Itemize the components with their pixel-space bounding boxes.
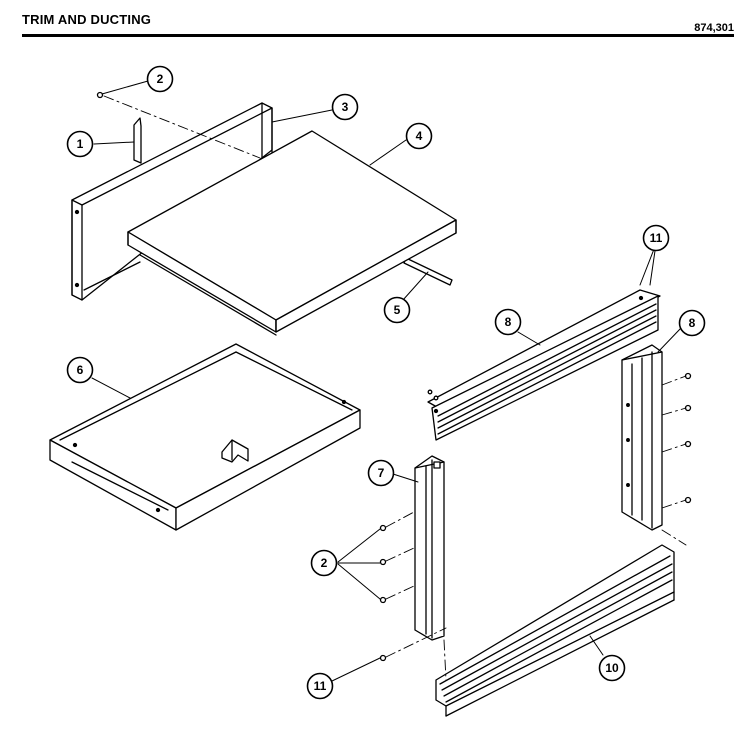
part-7-left-trim (414, 455, 445, 641)
callout-10: 10 (598, 654, 626, 682)
callout-7: 7 (367, 459, 395, 487)
page-title: TRIM AND DUCTING (22, 12, 152, 27)
callout-4: 4 (405, 122, 433, 150)
callout-label: 11 (314, 679, 327, 693)
part-5-rod (403, 257, 453, 286)
callout-label: 2 (321, 556, 328, 570)
callout-label: 8 (689, 316, 696, 330)
callout-2-top: 2 (146, 65, 174, 93)
callout-3: 3 (331, 93, 359, 121)
callout-label: 7 (378, 466, 385, 480)
part-3-back-frame (71, 102, 273, 301)
part-8-right-trim (621, 344, 663, 531)
callout-label: 1 (77, 137, 84, 151)
leader-lines (91, 80, 682, 682)
callout-label: 5 (394, 303, 401, 317)
callout-8-right: 8 (678, 309, 706, 337)
callout-8-top: 8 (494, 308, 522, 336)
callout-label: 11 (650, 231, 663, 245)
part-6-drain-pan (49, 343, 361, 531)
callout-label: 4 (416, 129, 423, 143)
callout-1: 1 (66, 130, 94, 158)
diagram-code: 874,301 (694, 22, 734, 34)
callout-11-top: 11 (642, 224, 670, 252)
part-1-bracket (133, 117, 142, 164)
callout-label: 3 (342, 100, 349, 114)
callout-label: 2 (157, 72, 164, 86)
part-8-top-trim (427, 289, 661, 441)
callout-6: 6 (66, 356, 94, 384)
callout-label: 6 (77, 363, 84, 377)
callout-label: 10 (605, 661, 619, 675)
callout-label: 8 (505, 315, 512, 329)
page-header: TRIM AND DUCTING 874,301 (22, 6, 734, 40)
alignment-lines (103, 95, 687, 681)
callout-11-bottom: 11 (306, 672, 334, 700)
part-10-bottom-trim (435, 544, 675, 717)
part-4-top-cover (127, 130, 457, 336)
header-rule (22, 34, 734, 37)
callout-2-mid: 2 (310, 549, 338, 577)
callout-5: 5 (383, 296, 411, 324)
